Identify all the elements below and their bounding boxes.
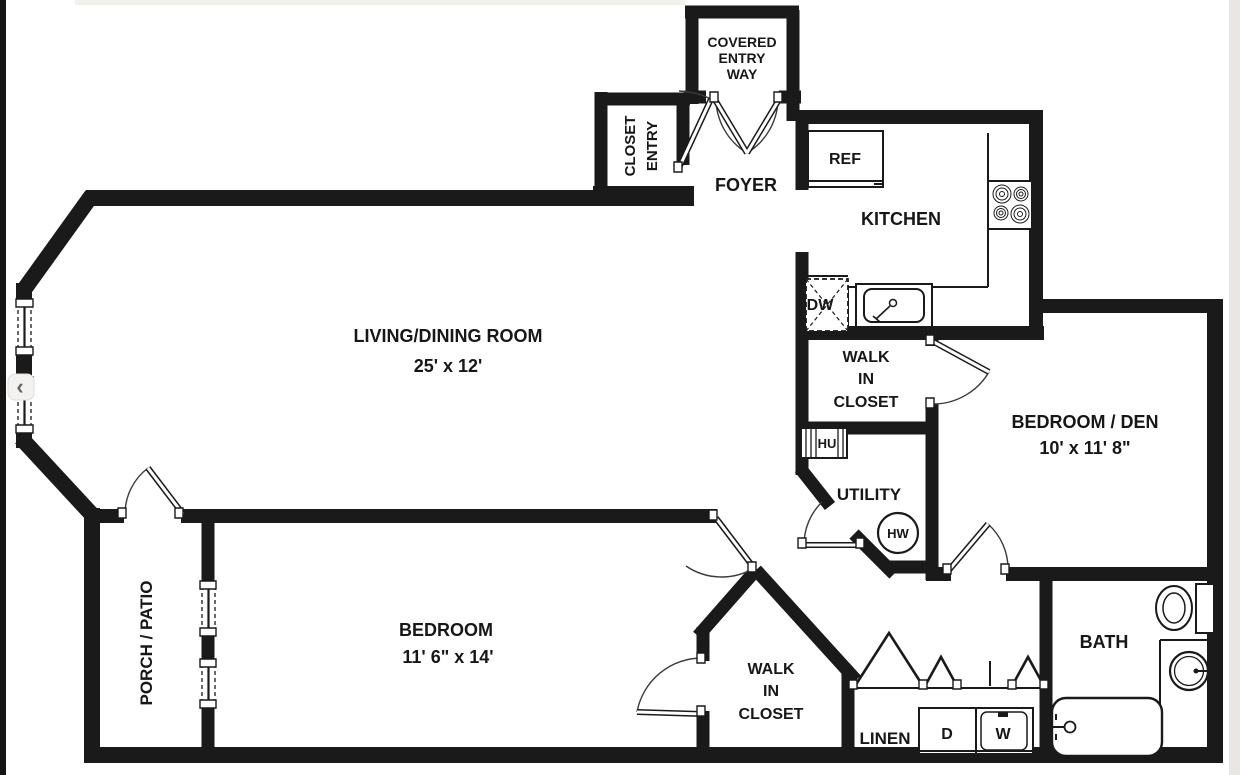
carousel-left-edge [0, 0, 6, 775]
room-label-wic-lower-1: WALK [747, 661, 795, 678]
room-label-foyer: FOYER [715, 175, 777, 195]
water-heater-icon [876, 511, 920, 555]
room-label-entry-closet-1: ENTRY [644, 121, 661, 171]
room-labels: COVERED ENTRY WAY ENTRY CLOSET FOYER REF… [137, 34, 1159, 748]
room-label-living-dining: LIVING/DINING ROOM [354, 326, 543, 346]
fixture-label-refrigerator: REF [829, 151, 861, 168]
room-label-utility: UTILITY [837, 485, 902, 504]
page-right-gutter [1229, 0, 1240, 775]
door-leaves [145, 96, 991, 717]
fixture-label-dishwasher: DW [807, 297, 835, 314]
room-label-bedroom: BEDROOM [399, 620, 493, 640]
cropped-content-sliver [75, 0, 685, 5]
stove-burners-icon [987, 180, 1033, 230]
room-label-wic-lower-2: IN [763, 683, 779, 700]
washer-icon [919, 707, 1034, 755]
bathroom-sink-icon [1168, 650, 1214, 692]
room-label-bath: BATH [1080, 632, 1129, 652]
door-swing-arcs [124, 90, 1009, 713]
windows [15, 298, 217, 709]
room-label-entry-closet-2: CLOSET [622, 116, 639, 177]
room-label-covered-entry-2: ENTRY [719, 50, 767, 66]
refrigerator-icon [807, 130, 884, 188]
fixture-label-washer: W [995, 726, 1011, 743]
room-dims-bedroom-den: 10' x 11' 8" [1039, 438, 1130, 458]
bathtub-icon [1050, 696, 1164, 758]
room-label-kitchen: KITCHEN [861, 209, 941, 229]
door-hinge-nubs [117, 91, 1049, 717]
toilet-icon [1155, 583, 1215, 634]
fixture-label-dryer: D [941, 726, 953, 743]
fixture-label-hot-water: HW [887, 526, 909, 541]
carousel-prev-icon: ‹ [16, 374, 23, 399]
room-label-covered-entry-3: WAY [727, 66, 758, 82]
room-label-porch-patio: PORCH / PATIO [137, 581, 156, 706]
room-label-bedroom-den: BEDROOM / DEN [1011, 412, 1158, 432]
carousel-prev-button[interactable]: ‹ [7, 373, 35, 401]
fixture-label-hvac: HU [818, 436, 837, 451]
room-dims-living-dining: 25' x 12' [414, 356, 483, 376]
room-label-wic-upper-2: IN [858, 371, 874, 388]
hvac-unit-icon [800, 427, 848, 459]
dishwasher-icon [805, 278, 849, 332]
bifold-doors [853, 630, 1046, 687]
room-dims-bedroom: 11' 6" x 14' [402, 647, 493, 667]
kitchen-sink-icon [855, 283, 933, 328]
exterior-walls [15, 190, 1223, 763]
room-label-wic-upper-1: WALK [842, 349, 890, 366]
room-label-wic-lower-3: CLOSET [739, 706, 804, 723]
room-label-linen: LINEN [860, 729, 911, 748]
room-label-covered-entry-1: COVERED [707, 34, 776, 50]
room-label-wic-upper-3: CLOSET [834, 394, 899, 411]
